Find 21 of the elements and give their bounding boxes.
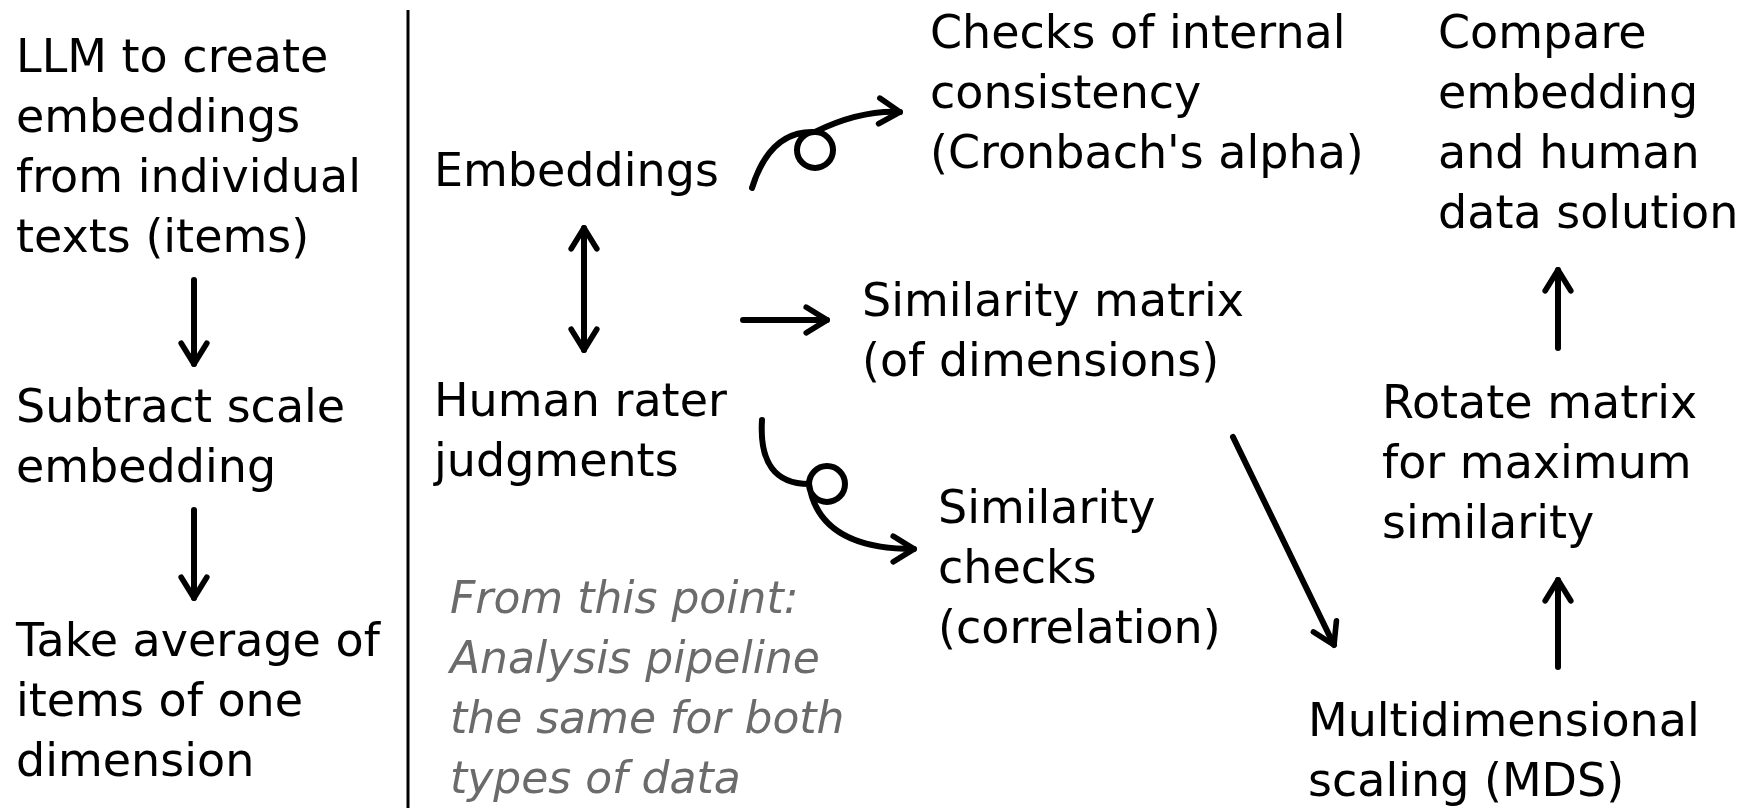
note-text: From this point: Analysis pipeline the same for both types of data xyxy=(450,571,846,805)
arrow xyxy=(1230,434,1340,648)
step-text: Human rater judgments xyxy=(434,370,754,490)
arrow xyxy=(1542,267,1574,351)
arrow xyxy=(758,417,917,564)
arrow xyxy=(749,95,903,191)
step-text: Rotate matrix for maximum similarity xyxy=(1382,372,1727,552)
step-text: Checks of internal consistency (Cronbach's alpha) xyxy=(930,2,1364,182)
step-text: Embeddings xyxy=(434,140,734,200)
step-text: Subtract scale embedding xyxy=(16,376,386,496)
step-text: Similarity checks (correlation) xyxy=(938,477,1243,657)
arrow xyxy=(178,507,210,601)
arrow xyxy=(178,277,210,367)
step-text: Multidimensional scaling (MDS) xyxy=(1308,690,1728,808)
arrow xyxy=(740,304,830,336)
step-text: LLM to create embeddings from individual texts (items) xyxy=(16,26,386,266)
arrow xyxy=(568,225,600,353)
arrow xyxy=(1542,577,1574,670)
step-text: Take average of items of one dimension xyxy=(16,610,384,790)
step-text: Similarity matrix (of dimensions) xyxy=(862,270,1272,390)
step-text: Compare embedding and human data solution xyxy=(1438,2,1756,242)
